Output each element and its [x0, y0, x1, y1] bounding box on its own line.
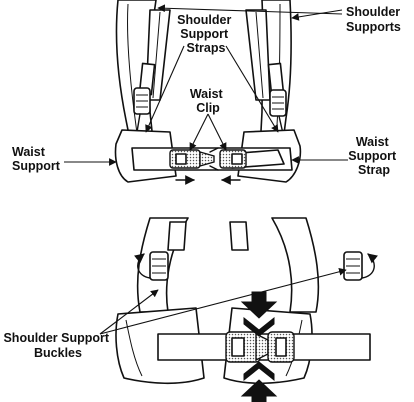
label-shoulder-support-buckles: Shoulder Support Buckles	[3, 331, 112, 360]
push-down-chevron	[243, 316, 275, 337]
leader-lines	[64, 4, 348, 335]
label-waist-support: Waist Support	[12, 145, 61, 173]
label-shoulder-support-straps: Shoulder Support Straps	[177, 13, 235, 55]
bottom-right-strap	[229, 221, 249, 251]
bottom-right-shoulder-buckle	[343, 251, 363, 281]
top-left-shoulder-buckle	[133, 87, 151, 115]
right-turn-arrow	[361, 253, 378, 279]
label-shoulder-supports: Shoulder Supports	[346, 5, 404, 34]
bottom-left-shoulder-buckle	[149, 251, 169, 281]
push-down-arrow	[240, 291, 278, 319]
label-waist-support-strap: Waist Support Strap	[348, 135, 399, 177]
bottom-left-strap	[167, 221, 187, 251]
top-right-shoulder-buckle	[269, 89, 287, 117]
label-waist-clip: Waist Clip	[190, 87, 226, 115]
push-up-arrow	[240, 379, 278, 402]
top-waist-clip-female	[219, 149, 247, 169]
bottom-waist-buckle	[225, 331, 295, 363]
top-harness-illustration	[114, 0, 302, 185]
labels: Shoulder Supports Shoulder Support Strap…	[3, 5, 404, 360]
left-turn-arrow	[134, 253, 151, 279]
right-shoulder-strap	[245, 9, 271, 101]
top-waist-clip-male	[169, 147, 219, 171]
push-up-chevron	[243, 361, 275, 382]
bottom-right-shoulder-support	[271, 217, 320, 313]
bottom-harness-illustration	[115, 217, 378, 402]
